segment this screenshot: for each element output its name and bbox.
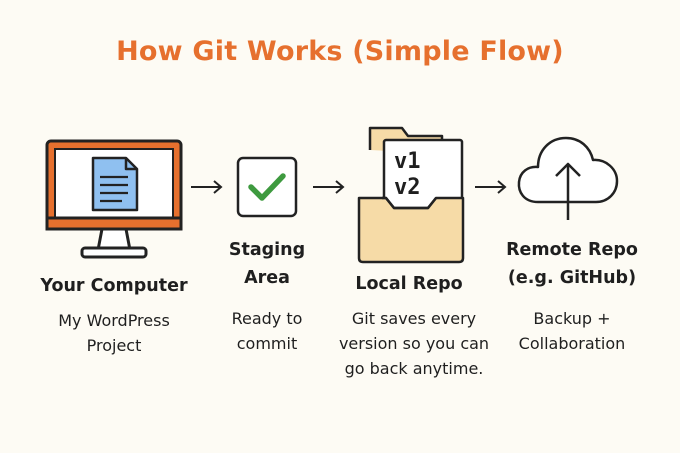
version-label-v1: v1 — [394, 149, 421, 174]
step-label-remote-repo: Remote Repo (e.g. GitHub) — [506, 240, 638, 288]
version-label-v2: v2 — [394, 175, 421, 200]
step-desc-remote-repo: Backup + Collaboration — [518, 309, 626, 353]
cloud-upload-icon — [517, 136, 619, 220]
step-desc-local-repo: Git saves every version so you can go ba… — [338, 309, 490, 378]
document-icon — [91, 156, 139, 212]
computer-monitor-icon — [45, 139, 183, 259]
arrow-right-icon — [475, 180, 507, 194]
step-label-local-repo: Local Repo — [355, 274, 463, 294]
folder-icon: v1 v2 — [357, 126, 465, 264]
arrow-right-icon — [313, 180, 345, 194]
arrow-right-icon — [191, 180, 223, 194]
step-desc-your-computer: My WordPress Project — [58, 311, 170, 355]
diagram-title: How Git Works (Simple Flow) — [116, 36, 564, 67]
checkmark-icon — [236, 156, 298, 218]
step-label-staging-area: Staging Area — [228, 240, 306, 288]
step-desc-staging-area: Ready to commit — [231, 309, 303, 353]
step-label-your-computer: Your Computer — [40, 276, 188, 296]
